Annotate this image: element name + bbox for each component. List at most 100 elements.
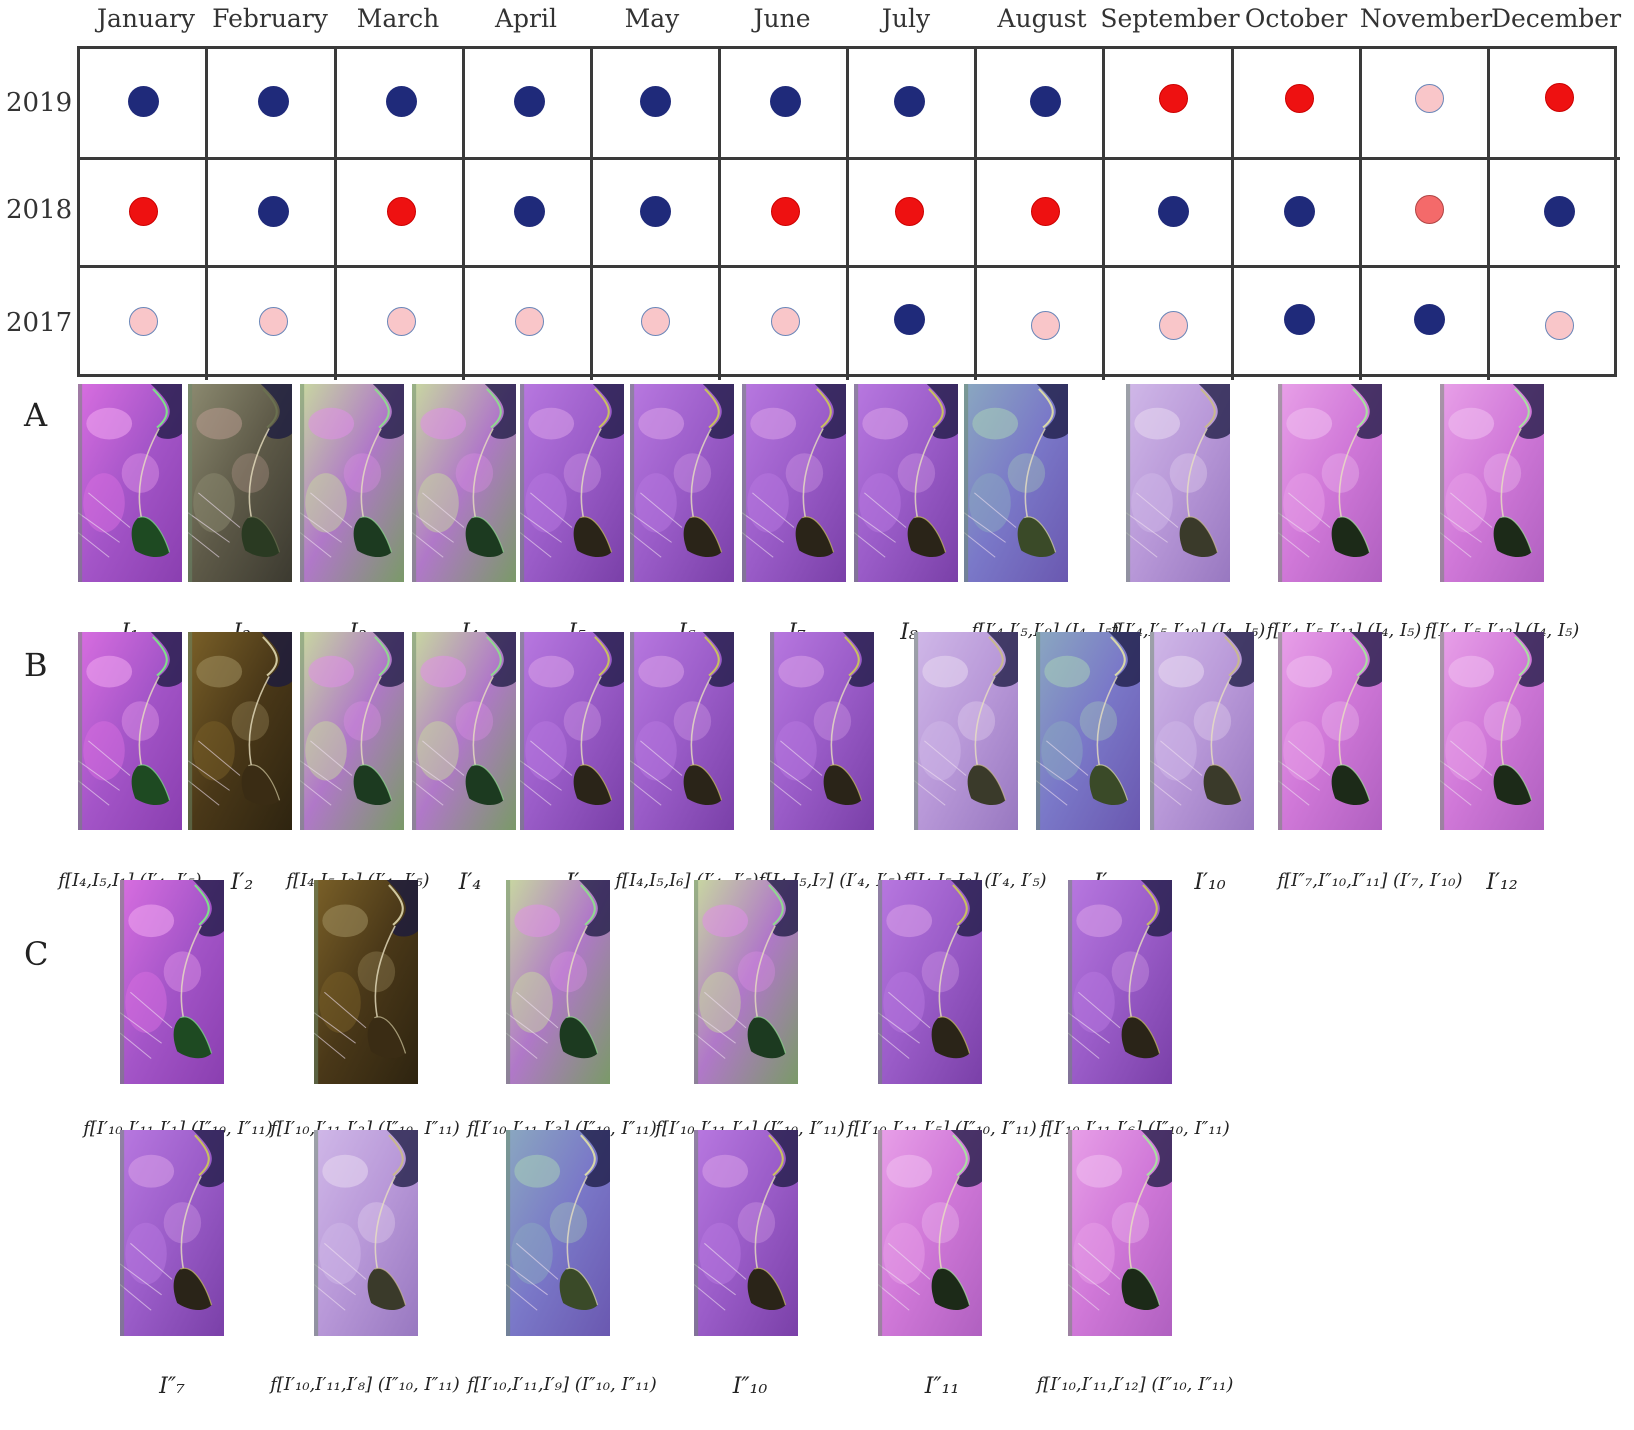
grid-cell <box>337 268 465 380</box>
year-label-2018: 2018 <box>6 195 73 225</box>
grid-cell <box>1234 268 1362 380</box>
month-label-october: October <box>1244 4 1348 33</box>
grid-cell <box>977 268 1105 380</box>
image-caption: f[I′₁₀,I′₁₁,I′₁₂] (I″₁₀, I″₁₁) <box>1036 1374 1234 1395</box>
image-caption: f[I′₁₀,I′₁₁,I′₈] (I″₁₀, I″₁₁) <box>270 1374 460 1395</box>
month-label-july: July <box>881 4 931 33</box>
image-caption: f[I″₇,I″₁₀,I″₁₁] (I′₇, I′₁₀) <box>1277 870 1463 891</box>
satellite-image <box>1150 632 1254 830</box>
satellite-image <box>1126 384 1230 582</box>
satellite-image <box>78 384 182 582</box>
availability-dot-dark-blue <box>127 86 159 117</box>
grid-cell <box>465 49 593 160</box>
availability-dot-dark-blue <box>1283 303 1315 335</box>
availability-dot-red <box>894 196 924 226</box>
row-letter-c: C <box>24 935 49 973</box>
availability-dot-red <box>770 196 800 226</box>
row-letter-b: B <box>24 646 48 684</box>
grid-cell <box>593 268 721 380</box>
satellite-image <box>878 880 982 1084</box>
grid-cell <box>593 49 721 160</box>
year-label-2017: 2017 <box>6 308 73 338</box>
grid-cell <box>1490 160 1620 268</box>
satellite-image <box>1036 632 1140 830</box>
availability-dot-dark-blue <box>513 86 545 117</box>
month-label-december: December <box>1490 4 1622 33</box>
grid-cell <box>1362 49 1490 160</box>
image-caption: I′₂ <box>230 870 254 895</box>
grid-cell <box>208 160 337 268</box>
image-caption: f[I′₁₀,I′₁₁,I′₉] (I″₁₀, I″₁₁) <box>467 1374 657 1395</box>
grid-cell <box>80 268 208 380</box>
grid-cell <box>465 160 593 268</box>
satellite-image <box>120 880 224 1084</box>
image-caption: I″₇ <box>159 1374 185 1399</box>
satellite-image <box>506 880 610 1084</box>
grid-cell <box>337 49 465 160</box>
grid-cell <box>1105 49 1234 160</box>
grid-cell <box>208 49 337 160</box>
month-label-november: November <box>1359 4 1493 33</box>
grid-cell <box>593 160 721 268</box>
satellite-image <box>78 632 182 830</box>
availability-dot-dark-blue <box>513 195 545 227</box>
grid-cell <box>1105 268 1234 380</box>
availability-dot-light-pink <box>1544 310 1574 340</box>
availability-dot-light-pink <box>770 306 800 336</box>
availability-dot-dark-blue <box>1157 195 1189 227</box>
availability-dot-dark-blue <box>639 86 671 117</box>
image-caption: I′₁₀ <box>1194 870 1226 895</box>
availability-dot-red <box>1544 83 1574 112</box>
availability-dot-dark-blue <box>257 195 289 227</box>
availability-dot-dark-blue <box>893 303 925 335</box>
availability-dot-dark-blue <box>1543 195 1575 227</box>
availability-dot-light-pink <box>386 306 416 336</box>
satellite-image <box>1440 384 1544 582</box>
image-caption: I″₁₁ <box>924 1374 960 1399</box>
satellite-image <box>878 1130 982 1336</box>
satellite-image <box>854 384 958 582</box>
image-caption: I′₄ <box>458 870 482 895</box>
month-label-august: August <box>997 4 1087 33</box>
availability-dot-light-pink <box>128 306 158 336</box>
satellite-image <box>914 632 1018 830</box>
satellite-image <box>630 632 734 830</box>
grid-cell <box>1105 160 1234 268</box>
grid-cell <box>977 160 1105 268</box>
satellite-image <box>314 1130 418 1336</box>
grid-cell <box>1234 160 1362 268</box>
satellite-image <box>412 384 516 582</box>
satellite-image <box>520 632 624 830</box>
satellite-image <box>1278 384 1382 582</box>
grid-cell <box>80 160 208 268</box>
availability-dot-dark-blue <box>1029 86 1061 117</box>
availability-dot-dark-blue <box>257 86 289 117</box>
grid-cell <box>721 160 849 268</box>
availability-dot-dark-blue <box>1413 303 1445 335</box>
grid-cell <box>977 49 1105 160</box>
availability-dot-light-pink <box>1030 310 1060 340</box>
satellite-image <box>964 384 1068 582</box>
satellite-image <box>314 880 418 1084</box>
satellite-image <box>520 384 624 582</box>
satellite-image <box>770 632 874 830</box>
availability-dot-red <box>1030 196 1060 226</box>
availability-dot-red <box>386 196 416 226</box>
grid-cell <box>337 160 465 268</box>
grid-cell <box>1234 49 1362 160</box>
month-label-january: January <box>96 4 196 33</box>
availability-dot-dark-blue <box>639 195 671 227</box>
satellite-image <box>300 384 404 582</box>
satellite-image <box>1440 632 1544 830</box>
satellite-image <box>412 632 516 830</box>
satellite-image <box>1068 880 1172 1084</box>
availability-dot-salmon <box>1414 194 1444 224</box>
grid-cell <box>849 49 977 160</box>
availability-dot-light-pink <box>1414 84 1444 113</box>
satellite-image <box>188 632 292 830</box>
grid-cell <box>849 268 977 380</box>
grid-cell <box>1490 49 1620 160</box>
availability-dot-light-pink <box>1158 310 1188 340</box>
grid-cell <box>208 268 337 380</box>
satellite-image <box>1278 632 1382 830</box>
